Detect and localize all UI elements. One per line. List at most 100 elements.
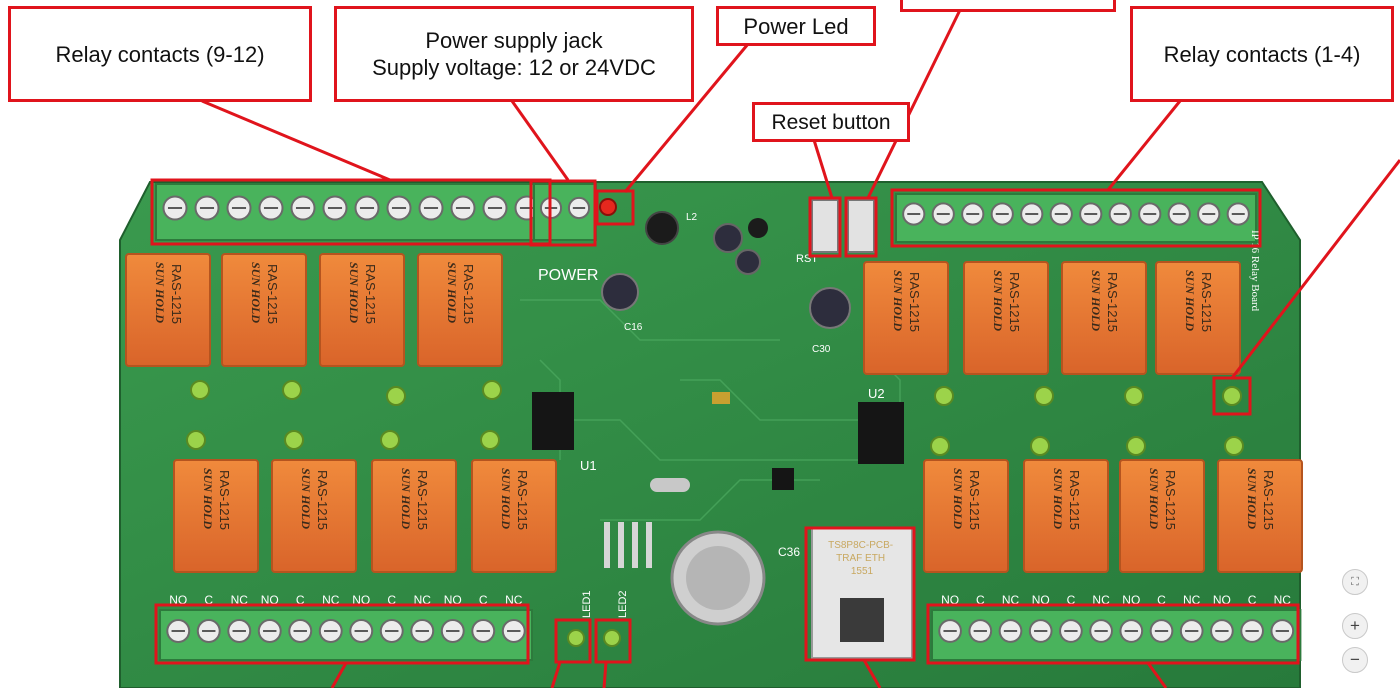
relay-model: RAS-1215 xyxy=(461,264,476,324)
highlight-led1 xyxy=(554,618,592,664)
indicator-led xyxy=(934,386,954,406)
relay-model: RAS-1215 xyxy=(907,272,922,332)
indicator-led xyxy=(482,380,502,400)
header-pins xyxy=(604,522,652,568)
relay-brand: SUN HOLD xyxy=(249,262,263,323)
terminal-label: C xyxy=(1067,593,1076,607)
highlight-bottom-right xyxy=(926,603,1300,665)
indicator-led xyxy=(930,436,950,456)
relay-body xyxy=(417,253,503,367)
callout-relay-contacts-1-4: Relay contacts (1-4) xyxy=(1130,6,1394,102)
relay-body xyxy=(1061,261,1147,375)
relay-model: RAS-1215 xyxy=(415,470,430,530)
silk-c16: C16 xyxy=(624,322,643,333)
relay-body xyxy=(125,253,211,367)
indicator-led xyxy=(1030,436,1050,456)
relay-model: RAS-1215 xyxy=(1007,272,1022,332)
indicator-led xyxy=(1126,436,1146,456)
callout-power-supply-jack: Power supply jack Supply voltage: 12 or … xyxy=(334,6,694,102)
relay-model: RAS-1215 xyxy=(1199,272,1214,332)
terminal-label: C xyxy=(976,593,985,607)
highlight-relay-1-4 xyxy=(890,188,1262,248)
relay-brand: SUN HOLD xyxy=(991,270,1005,331)
zoom-in-icon: + xyxy=(1350,616,1360,635)
relay-body xyxy=(1119,459,1205,573)
indicator-led xyxy=(190,380,210,400)
terminal-body xyxy=(155,183,547,241)
capacitors xyxy=(601,211,851,626)
indicator-led xyxy=(480,430,500,450)
relay-brand: SUN HOLD xyxy=(153,262,167,323)
silk-l2: L2 xyxy=(686,212,698,223)
silk-power-label: POWER xyxy=(538,267,598,284)
zoom-in-button[interactable]: + xyxy=(1342,613,1368,639)
highlight-power-led xyxy=(595,189,635,226)
status-led-2 xyxy=(603,629,621,647)
relay-brand: SUN HOLD xyxy=(1089,270,1103,331)
highlight-power-jack xyxy=(529,179,597,247)
relay-model: RAS-1215 xyxy=(515,470,530,530)
leader-lines xyxy=(201,9,1400,688)
relay-body xyxy=(221,253,307,367)
indicator-led xyxy=(1222,386,1242,406)
indicator-led xyxy=(380,430,400,450)
relay-model: RAS-1215 xyxy=(1067,470,1082,530)
terminal-label: C xyxy=(296,593,305,607)
highlight-ethernet xyxy=(804,526,916,662)
relay-body xyxy=(471,459,557,573)
led-group xyxy=(186,380,1244,456)
indicator-led xyxy=(284,430,304,450)
terminal-block-power xyxy=(533,183,597,241)
relay-body xyxy=(271,459,357,573)
indicator-led xyxy=(1224,436,1244,456)
relay-body xyxy=(371,459,457,573)
callout-relay-contacts-9-12: Relay contacts (9-12) xyxy=(8,6,312,102)
fit-view-icon: ⛶ xyxy=(1351,575,1359,588)
ics xyxy=(532,392,904,492)
indicator-led xyxy=(1124,386,1144,406)
relay-brand: SUN HOLD xyxy=(1245,468,1259,529)
relay-body xyxy=(863,261,949,375)
status-led-1 xyxy=(567,629,585,647)
silk-u1: U1 xyxy=(580,458,597,473)
terminal-block-bottom-right xyxy=(931,609,1302,661)
relay-model: RAS-1215 xyxy=(363,264,378,324)
relay-brand: SUN HOLD xyxy=(891,270,905,331)
fit-view-button[interactable]: ⛶ xyxy=(1342,569,1368,595)
relay-brand: SUN HOLD xyxy=(347,262,361,323)
relay-body xyxy=(1217,459,1303,573)
tactile-buttons xyxy=(811,199,875,253)
relay-body xyxy=(923,459,1009,573)
ethernet-jack-label: TS8P8C-PCB- TRAF ETH 1551 xyxy=(828,540,896,577)
relay-model: RAS-1215 xyxy=(217,470,232,530)
relay-brand: SUN HOLD xyxy=(499,468,513,529)
relay-model: RAS-1215 xyxy=(1163,470,1178,530)
terminal-block-bottom-left xyxy=(159,609,533,661)
terminal-label: C xyxy=(204,593,213,607)
terminal-label: C xyxy=(387,593,396,607)
relay-body xyxy=(1155,261,1241,375)
highlight-button xyxy=(844,196,878,258)
terminal-label: C xyxy=(1248,593,1257,607)
relay-brand: SUN HOLD xyxy=(1183,270,1197,331)
terminal-body xyxy=(931,609,1302,661)
highlight-bottom-left xyxy=(154,603,530,665)
relay-brand: SUN HOLD xyxy=(445,262,459,323)
relay-model: RAS-1215 xyxy=(967,470,982,530)
indicator-led xyxy=(186,430,206,450)
relay-model: RAS-1215 xyxy=(1261,470,1276,530)
zoom-out-button[interactable]: − xyxy=(1342,647,1368,673)
relay-model: RAS-1215 xyxy=(169,264,184,324)
terminal-label: C xyxy=(1157,593,1166,607)
